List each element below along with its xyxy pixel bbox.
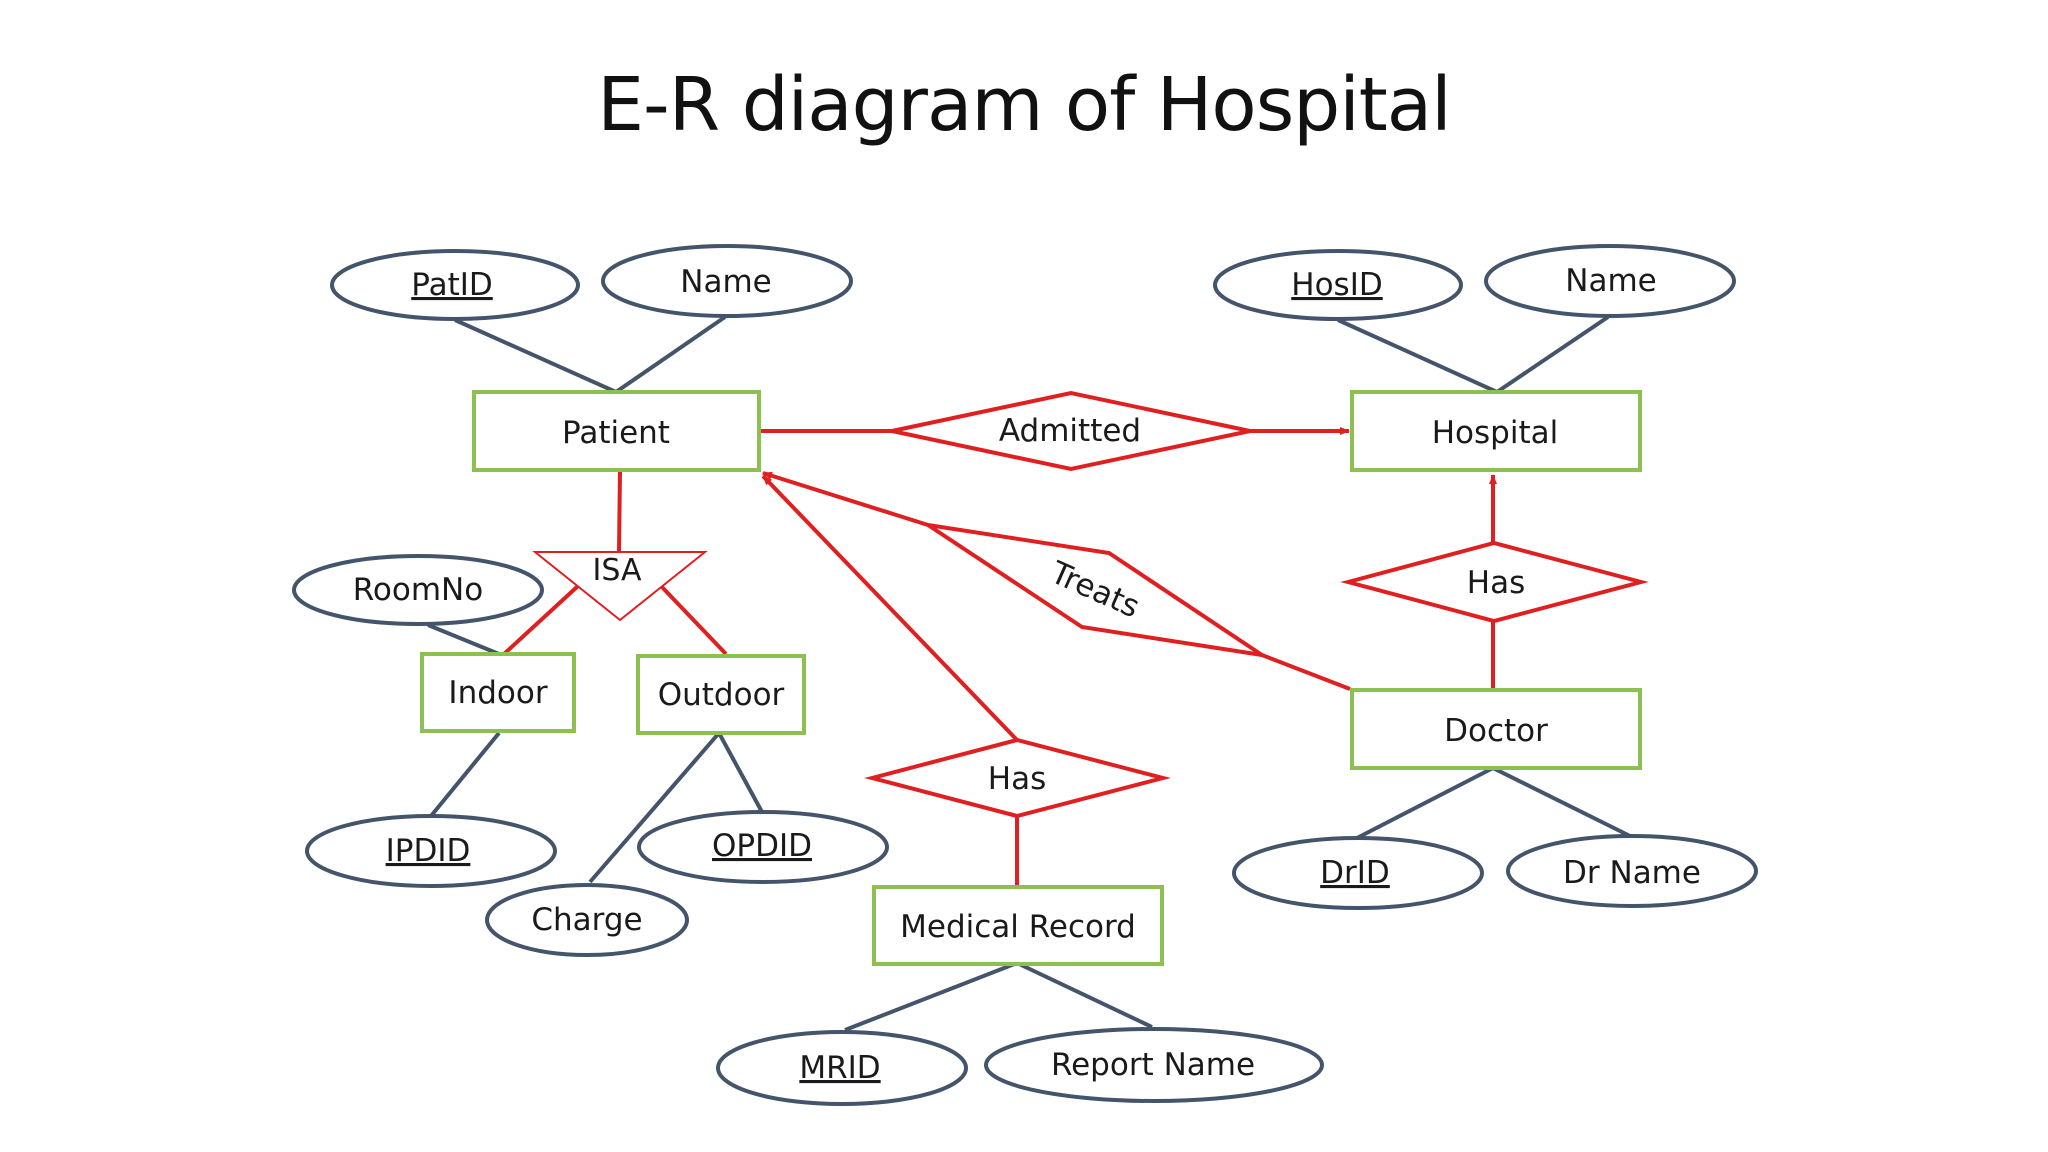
entity-indoor-label: Indoor: [448, 675, 547, 711]
attribute-drid[interactable]: [1232, 836, 1484, 910]
attribute-ipdid-label: IPDID: [386, 833, 471, 869]
attribute-patid-label: PatID: [411, 267, 492, 303]
entity-indoor[interactable]: Indoor: [420, 652, 576, 733]
connector-indoor-ipdid: [429, 731, 501, 818]
relationship-isa-label: ISA: [593, 553, 642, 588]
attribute-mrid-label: MRID: [799, 1050, 880, 1086]
page-title: E-R diagram of Hospital: [597, 62, 1451, 148]
attribute-charge[interactable]: [485, 883, 689, 957]
connector-outdoor-opdid: [717, 732, 764, 813]
entity-doctor[interactable]: Doctor: [1350, 688, 1642, 770]
relationship-admitted[interactable]: Admitted: [891, 390, 1251, 472]
relationship-isa[interactable]: ISA: [532, 551, 708, 622]
entity-medical-record-label: Medical Record: [900, 909, 1136, 945]
attribute-roomno[interactable]: [292, 554, 544, 626]
connector-patname-patient: [614, 315, 727, 394]
attribute-drid-label: DrID: [1320, 855, 1390, 891]
connector-isa-outdoor: [659, 584, 728, 656]
attribute-patient-name[interactable]: [601, 244, 853, 318]
connector-doctor-drname: [1492, 766, 1631, 838]
connector-record-mrid: [844, 961, 1018, 1032]
connector-has-patient: [761, 474, 1019, 742]
attribute-roomno-label: RoomNo: [353, 572, 483, 608]
connector-roomno-indoor: [427, 623, 500, 656]
relationship-has-patient-record-label: Has: [988, 761, 1046, 797]
attribute-dr-name-label: Dr Name: [1563, 855, 1701, 891]
connector-record-reportname: [1016, 961, 1153, 1029]
relationship-treats[interactable]: Treats: [926, 523, 1264, 657]
connector-hosname-hospital: [1495, 315, 1610, 394]
entity-outdoor[interactable]: Outdoor: [636, 654, 806, 735]
attribute-hospital-name[interactable]: [1484, 244, 1736, 318]
entity-doctor-label: Doctor: [1444, 713, 1548, 749]
connector-hosid-hospital: [1337, 318, 1498, 394]
entity-hospital-label: Hospital: [1432, 415, 1558, 451]
attribute-dr-name[interactable]: [1506, 834, 1758, 908]
attribute-hospital-name-label: Name: [1565, 263, 1656, 299]
entity-medical-record[interactable]: Medical Record: [872, 885, 1164, 966]
relationship-has-hospital-doctor-label: Has: [1467, 565, 1525, 601]
entity-hospital[interactable]: Hospital: [1350, 390, 1642, 472]
connector-patid-patient: [454, 318, 617, 394]
attribute-report-name[interactable]: [984, 1027, 1324, 1103]
relationship-admitted-label: Admitted: [999, 413, 1141, 449]
attribute-opdid-label: OPDID: [712, 828, 812, 864]
attribute-ipdid[interactable]: [305, 814, 557, 888]
attribute-mrid[interactable]: [716, 1030, 968, 1106]
attribute-opdid[interactable]: [637, 810, 889, 884]
attribute-patient-name-label: Name: [680, 264, 771, 300]
connector-treats-patient: [762, 471, 929, 527]
relationship-has-hospital-doctor[interactable]: Has: [1340, 540, 1649, 624]
connector-patient-isa: [617, 469, 622, 553]
connector-isa-indoor: [502, 584, 580, 656]
relationship-has-patient-record[interactable]: Has: [864, 737, 1171, 819]
connector-doctor-treats: [1261, 653, 1351, 691]
attribute-hosid-label: HosID: [1291, 267, 1382, 303]
connector-doctor-drid: [1356, 766, 1494, 840]
attribute-charge-label: Charge: [531, 902, 642, 938]
entity-outdoor-label: Outdoor: [658, 677, 785, 713]
entity-patient[interactable]: Patient: [472, 390, 761, 472]
entity-patient-label: Patient: [562, 415, 670, 451]
attribute-hosid[interactable]: [1213, 249, 1463, 321]
connector-outdoor-charge: [588, 731, 721, 884]
attribute-patid[interactable]: [330, 249, 580, 321]
attribute-report-name-label: Report Name: [1051, 1047, 1255, 1083]
